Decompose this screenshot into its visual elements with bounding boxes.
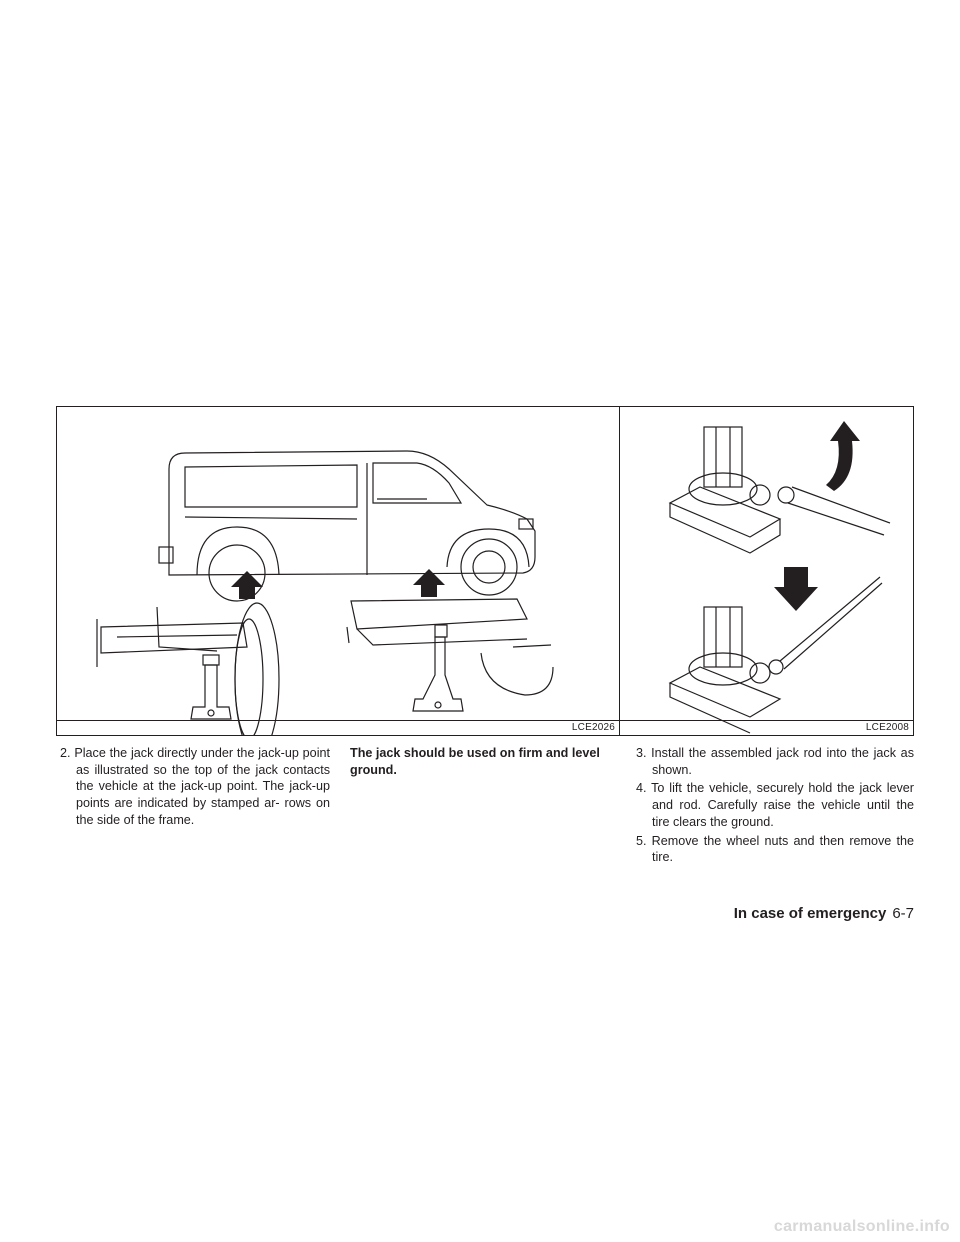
jack-rod-illustration — [668, 421, 891, 734]
section-title: In case of emergency — [733, 905, 887, 922]
rear-jack-point-arrow — [231, 571, 263, 599]
down-arrow-icon — [774, 567, 818, 611]
figure-jack-up-points: LCE2026 — [56, 406, 620, 736]
watermark: carmanualsonline.info — [773, 1218, 950, 1235]
rotate-arrow-icon — [826, 421, 860, 491]
jack-column-upper — [703, 426, 743, 488]
column-middle: The jack should be used on firm and leve… — [350, 745, 612, 778]
front-wheel-arch — [446, 528, 530, 568]
figure-label: LCE2008 — [865, 722, 909, 733]
tail-light — [158, 546, 174, 564]
jack-column-lower — [703, 606, 743, 668]
page-footer: In case of emergency 6-7 — [734, 905, 914, 922]
van-side-window — [184, 464, 358, 508]
front-jack-point-arrow — [413, 569, 445, 597]
rear-wheel-arch — [196, 526, 280, 576]
jack-base-lower — [668, 666, 782, 718]
figure-jack-rod: LCE2008 — [620, 406, 914, 736]
van-body — [168, 450, 536, 576]
van-jack-illustration — [96, 450, 554, 735]
van-front-window — [372, 462, 463, 504]
figure-caption-rule — [57, 720, 619, 721]
step-4-text: 4. To lift the vehicle, securely hold th… — [636, 781, 914, 829]
rear-jack — [190, 664, 232, 720]
column-right: 3. Install the assembled jack rod into t… — [636, 745, 914, 868]
rear-wheel-circle — [208, 544, 266, 602]
warning-text: The jack should be used on firm and leve… — [350, 746, 600, 777]
front-jack — [412, 636, 464, 712]
column-left: 2. Place the jack directly under the jac… — [60, 745, 330, 831]
figure-caption-rule — [620, 720, 913, 721]
step-2-text: 2. Place the jack directly under the jac… — [60, 746, 330, 827]
jack-base-upper — [668, 486, 782, 538]
front-underbody — [350, 598, 528, 630]
jack-rod-hook-lower — [768, 659, 784, 675]
rear-tire — [234, 602, 280, 735]
step-3-text: 3. Install the assembled jack rod into t… — [636, 746, 914, 777]
jack-rod-hook-upper — [777, 486, 795, 504]
step-5-text: 5. Remove the wheel nuts and then remove… — [636, 833, 914, 865]
page-number: 6-7 — [892, 905, 914, 922]
figure-label: LCE2026 — [571, 722, 615, 733]
